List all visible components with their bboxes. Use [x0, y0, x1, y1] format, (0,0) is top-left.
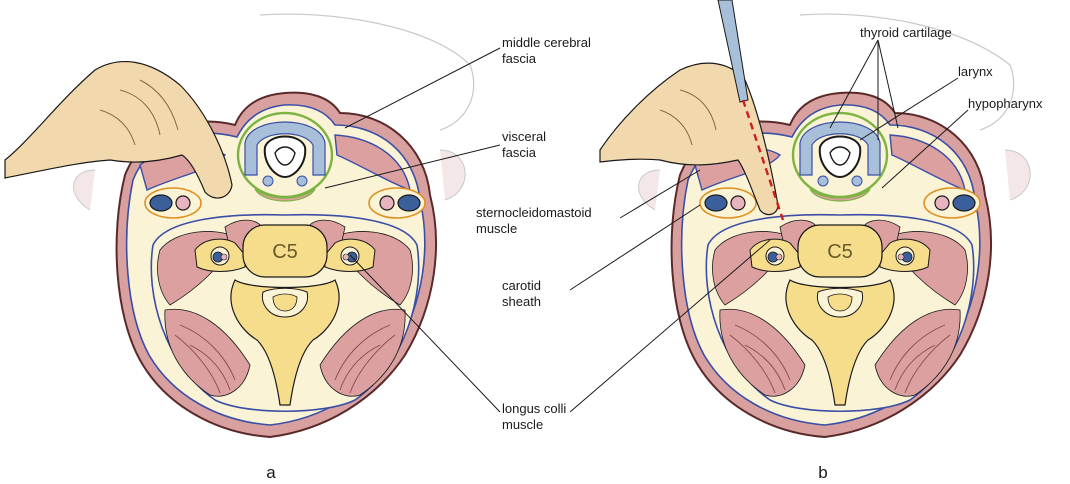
- label-muscle-2: muscle: [502, 417, 543, 432]
- panel-letter-a: a: [266, 463, 276, 482]
- label-sternocleidomastoid: sternocleidomastoid: [476, 205, 592, 220]
- label-visceral: visceral: [502, 129, 546, 144]
- label-muscle-1: muscle: [476, 221, 517, 236]
- label-carotid: carotid: [502, 278, 541, 293]
- panel-a: C5 a: [5, 14, 500, 482]
- panel-letter-b: b: [818, 463, 827, 482]
- ear-left-b: [639, 170, 660, 210]
- label-middle-cerebral: middle cerebral: [502, 35, 591, 50]
- label-fascia-1: fascia: [502, 51, 537, 66]
- vertebra-label-a: C5: [272, 241, 298, 263]
- label-larynx: larynx: [958, 64, 993, 79]
- ear-right-a: [440, 150, 465, 200]
- ear-left-a: [74, 170, 95, 210]
- label-fascia-2: fascia: [502, 145, 537, 160]
- label-hypopharynx: hypopharynx: [968, 96, 1043, 111]
- ear-right-b: [1005, 150, 1030, 200]
- hand-a: [5, 62, 232, 198]
- vertebra-label-b: C5: [827, 241, 853, 263]
- label-sheath: sheath: [502, 294, 541, 309]
- label-thyroid-cartilage: thyroid cartilage: [860, 25, 952, 40]
- label-longus-colli: longus colli: [502, 401, 566, 416]
- leader-middle-cerebral: [345, 48, 500, 128]
